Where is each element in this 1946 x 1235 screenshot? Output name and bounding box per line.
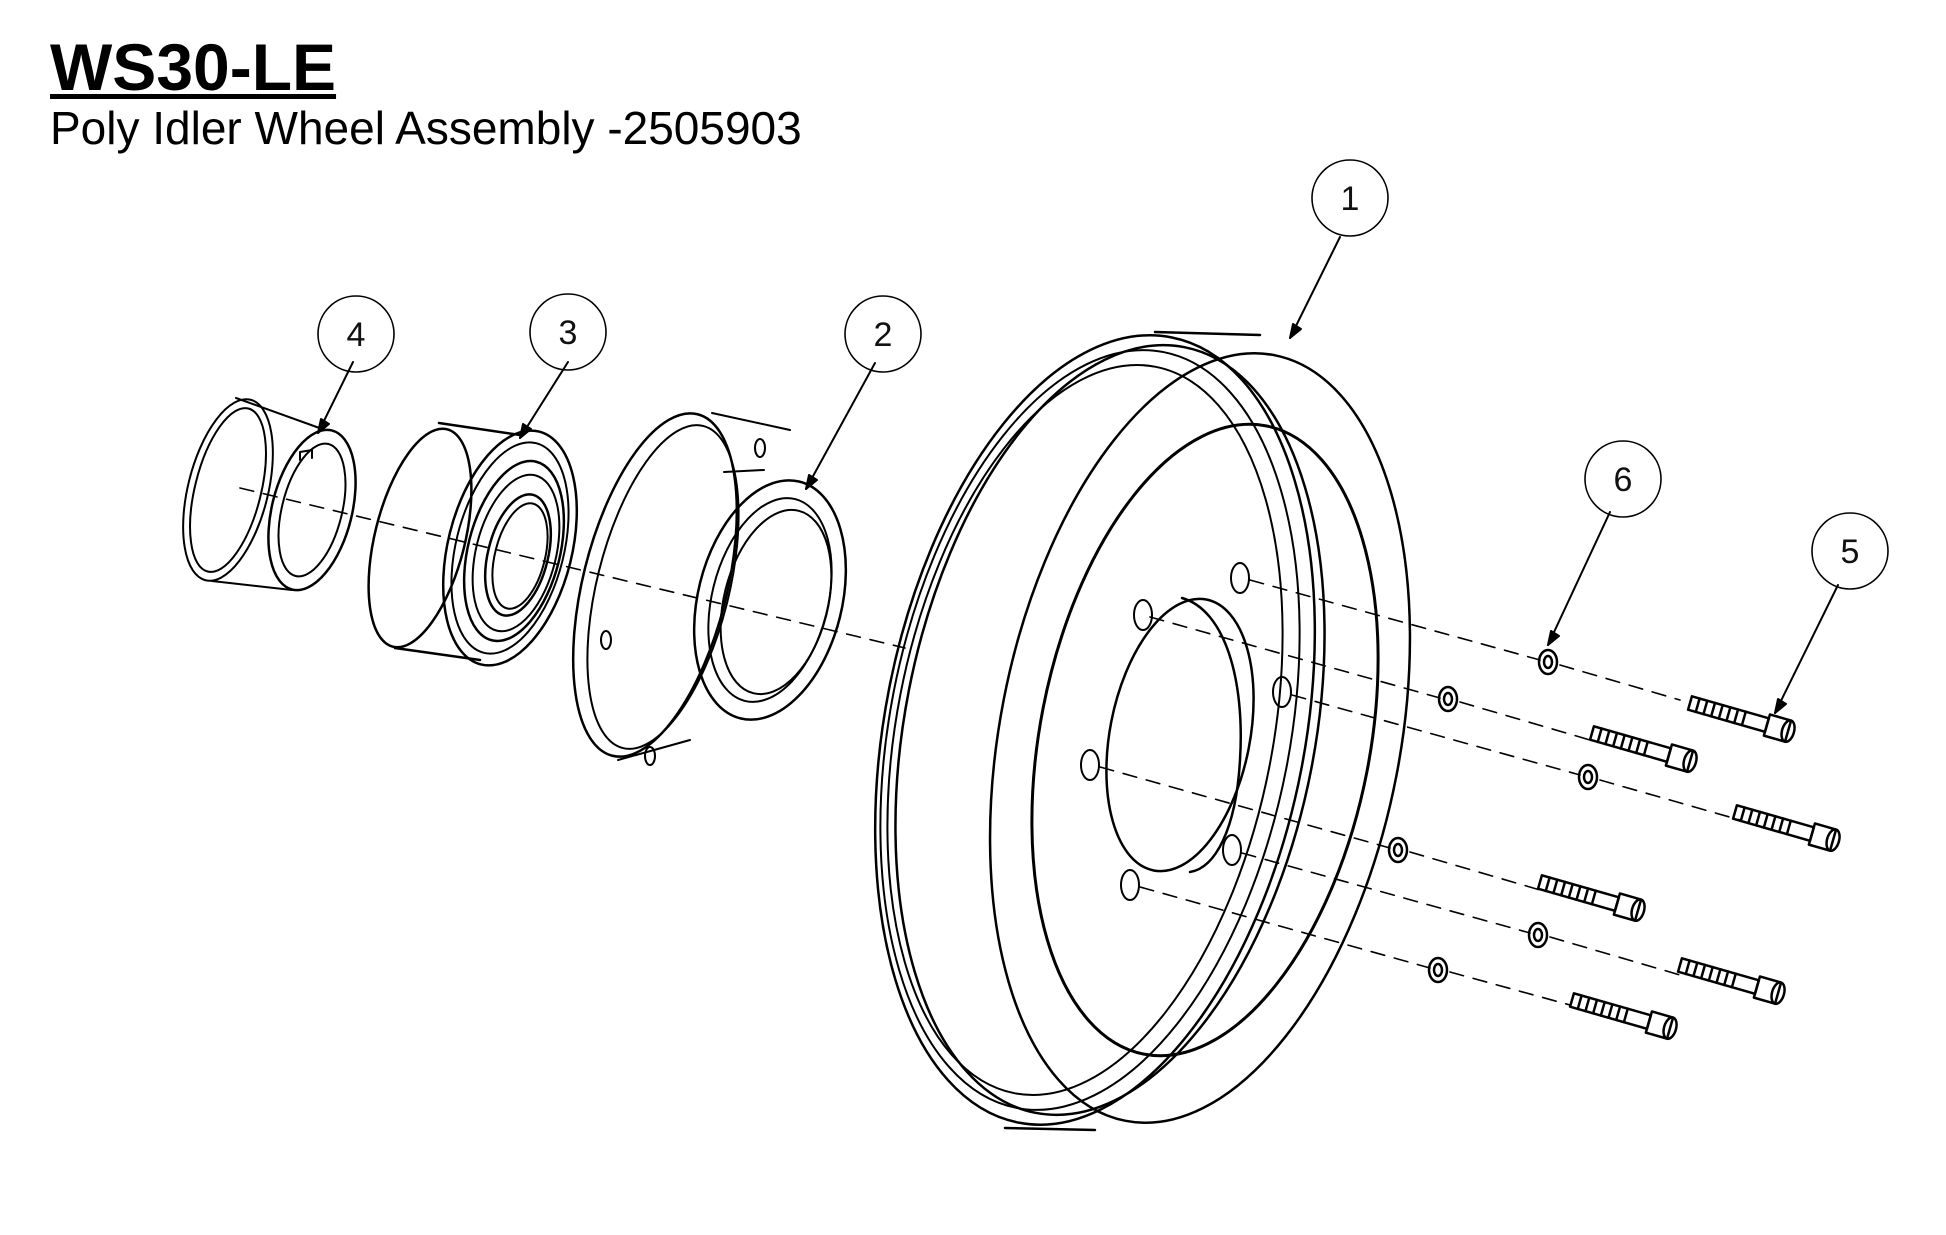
callout-balloon-3 (529, 293, 607, 371)
poly-idler-wheel (873, 330, 1412, 1132)
assembly-center-axis (239, 487, 906, 649)
callout-balloon-1 (1311, 159, 1389, 237)
callout-balloon-4 (317, 295, 395, 373)
callout-label-3: 3 (559, 314, 578, 352)
callout-label-6: 6 (1614, 461, 1633, 499)
callout-label-4: 4 (347, 316, 366, 354)
ball-bearing (367, 421, 579, 667)
leader-lines (317, 236, 1839, 714)
lock-washers (1387, 648, 1599, 984)
fastener-axes (1099, 579, 1741, 1006)
callout-balloon-2 (844, 295, 922, 373)
flanged-bushing (182, 397, 357, 592)
drawing-title: WS30-LE (50, 30, 337, 104)
cap-screws (1536, 695, 1841, 1041)
callout-label-1: 1 (1341, 180, 1360, 218)
drawing-subtitle: Poly Idler Wheel Assembly -2505903 (50, 102, 802, 154)
callout-label-5: 5 (1841, 533, 1860, 571)
callout-balloon-6 (1584, 440, 1662, 518)
hub-flange (571, 412, 848, 766)
callout-balloon-5 (1811, 512, 1889, 590)
callout-label-2: 2 (874, 316, 893, 354)
